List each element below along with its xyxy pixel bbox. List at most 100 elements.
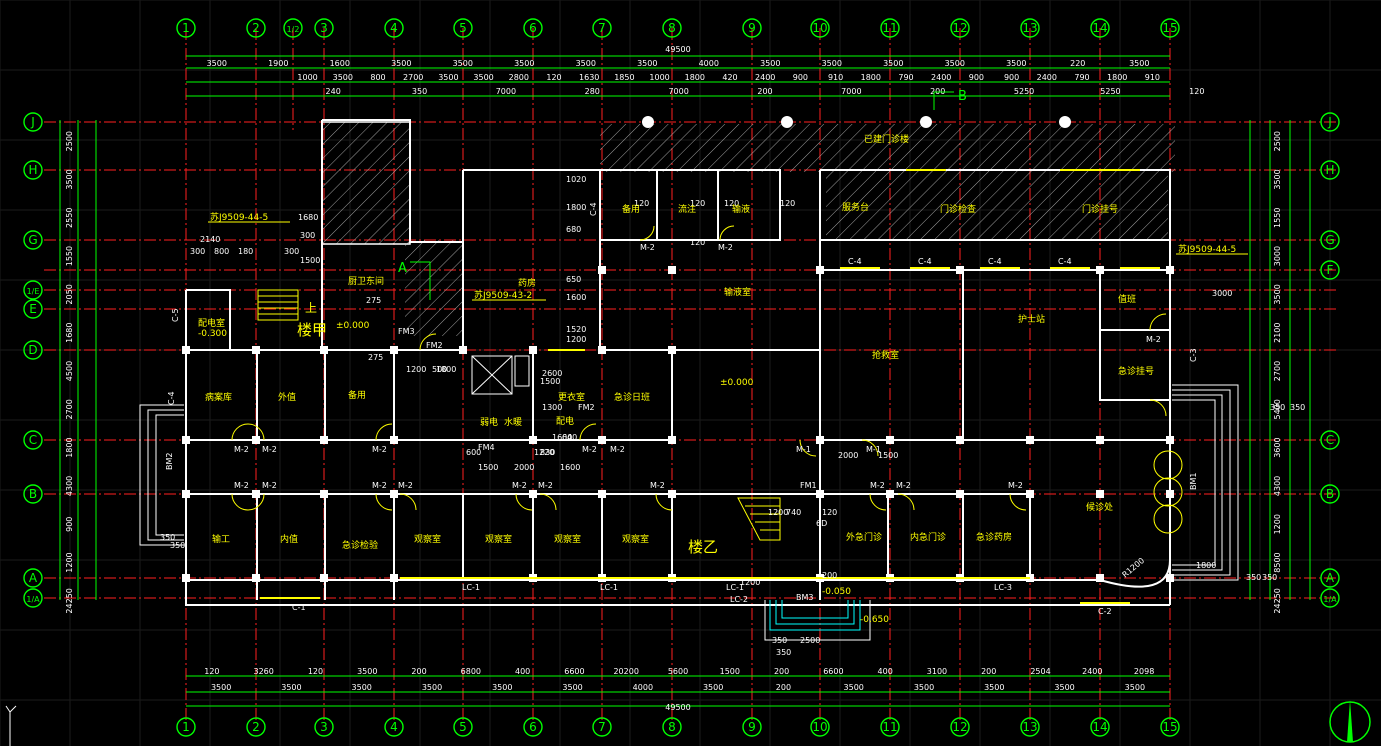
- axis-label: H: [28, 163, 37, 177]
- small-dimension: 680: [566, 225, 581, 234]
- dimension-value: 120: [308, 667, 323, 676]
- column: [956, 266, 964, 274]
- axis-bubble: 6: [523, 18, 543, 38]
- dimension-value: 2500: [1273, 131, 1282, 151]
- dimension-value: 1850: [614, 73, 634, 82]
- door-tag: M-2: [718, 243, 733, 252]
- axis-bubble: 12: [950, 18, 970, 38]
- door-tag: C-4: [918, 257, 932, 266]
- door-tag: BM1: [1189, 473, 1198, 490]
- door-tag: C-4: [167, 391, 176, 405]
- stair-label: 楼甲: [297, 321, 327, 339]
- dimension-value: 910: [828, 73, 843, 82]
- axis-bubble: H: [1320, 160, 1340, 180]
- dimension-value: 3500: [844, 683, 864, 692]
- dimension-value: 1550: [1273, 208, 1282, 228]
- column: [390, 436, 398, 444]
- door-tag: M-2: [538, 481, 553, 490]
- axis-label: 13: [1022, 720, 1037, 734]
- axis-bubble: A: [23, 568, 43, 588]
- stair-up: 上: [305, 301, 317, 315]
- dimension-value: 120: [204, 667, 219, 676]
- detail-ref: 苏J9509-44-5: [210, 211, 268, 223]
- dimension-value: 3500: [1273, 169, 1282, 189]
- stair-label: 楼乙: [688, 538, 718, 556]
- door-tag: M-1: [866, 445, 881, 454]
- axis-label: 6: [529, 720, 537, 734]
- axis-bubble: 6: [523, 717, 543, 737]
- axis-bubble: 4: [384, 717, 404, 737]
- dimension-value: 790: [898, 73, 913, 82]
- dimension-value: 7000: [841, 87, 861, 96]
- axis-bubble: 2: [246, 717, 266, 737]
- small-dimension: 300: [190, 247, 205, 256]
- column: [182, 490, 190, 498]
- door-tag: M-2: [234, 481, 249, 490]
- door-tag: M-2: [262, 445, 277, 454]
- column: [668, 490, 676, 498]
- small-dimension: 6D: [816, 519, 827, 528]
- room-label: 更衣室: [558, 391, 585, 403]
- small-dimension: 350: [1246, 573, 1261, 582]
- dimension-value: 3500: [1129, 59, 1149, 68]
- axis-bubble: 2: [246, 18, 266, 38]
- axis-bubble: A: [1320, 568, 1340, 588]
- column: [668, 346, 676, 354]
- column: [598, 436, 606, 444]
- small-dimension: 180: [238, 247, 253, 256]
- dimension-value: 3500: [391, 59, 411, 68]
- stair-甲: [257, 289, 299, 321]
- dimension-value: 3500: [352, 683, 372, 692]
- dimension-value: 3260: [254, 667, 274, 676]
- axis-bubble: 9: [742, 18, 762, 38]
- axis-label: A: [1326, 571, 1335, 585]
- small-dimension: 275: [366, 296, 381, 305]
- axis-label: G: [28, 233, 37, 247]
- dimension-value: 400: [878, 667, 893, 676]
- dimension-value: 2700: [403, 73, 423, 82]
- small-dimension: 600: [466, 448, 481, 457]
- dimension-value: 7000: [496, 87, 516, 96]
- bm1-door-symbol: [1153, 450, 1183, 534]
- door-tag: M-2: [640, 243, 655, 252]
- axis-bubble: 14: [1090, 717, 1110, 737]
- axis-label: 12: [952, 21, 967, 35]
- small-dimension: 1600: [552, 433, 572, 442]
- dimension-value: 2100: [1273, 323, 1282, 343]
- column: [252, 436, 260, 444]
- axis-label: 4: [390, 720, 398, 734]
- dimension-value: 3500: [1125, 683, 1145, 692]
- door-tag: BM2: [165, 453, 174, 470]
- section-mark: A: [398, 261, 407, 276]
- column: [320, 436, 328, 444]
- dimension-value: 6600: [823, 667, 843, 676]
- axis-label: 14: [1092, 21, 1107, 35]
- axis-label: 10: [812, 21, 827, 35]
- dimension-value: 1500: [720, 667, 740, 676]
- dimension-value: 1800: [685, 73, 705, 82]
- small-dimension: 275: [368, 353, 383, 362]
- room-label: 抢救室: [872, 349, 899, 361]
- small-dimension: 2000: [838, 451, 858, 460]
- small-dimension: 740: [786, 508, 801, 517]
- axis-label: G: [1325, 233, 1334, 247]
- axis-label: 1/2: [287, 25, 300, 34]
- dimension-value: 3000: [1273, 246, 1282, 266]
- axis-label: F: [1327, 263, 1334, 277]
- axis-bubble: 5: [453, 18, 473, 38]
- door-tag: C-3: [1189, 348, 1198, 362]
- room-label: 外值: [278, 391, 296, 403]
- door-tag: M-2: [234, 445, 249, 454]
- door-tag: M-2: [372, 445, 387, 454]
- level-mark: -0.300: [198, 329, 227, 339]
- room-labels: 病案库 外值 备用 配电室 楼甲 厨卫东间 药房 备用 流注 输液 输液室 服务…: [198, 133, 1154, 556]
- axis-bubble: 8: [662, 18, 682, 38]
- door-tag: M-2: [1146, 335, 1161, 344]
- column: [252, 490, 260, 498]
- column: [1166, 574, 1174, 582]
- windows: [260, 169, 1160, 604]
- dimension-value: 4000: [699, 59, 719, 68]
- axis-label: 4: [390, 21, 398, 35]
